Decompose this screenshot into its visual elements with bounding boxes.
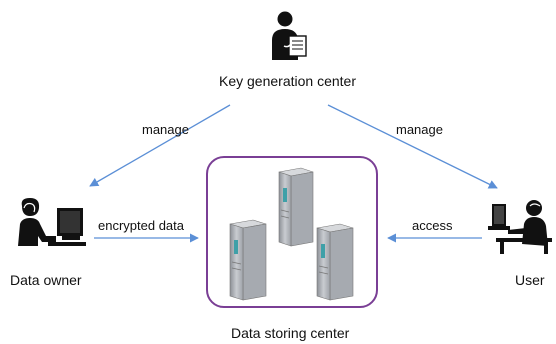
manage-left-label: manage <box>142 122 189 137</box>
data-owner-label: Data owner <box>10 272 82 288</box>
data-storing-center-label: Data storing center <box>231 325 350 341</box>
data-storing-center-box <box>206 156 378 308</box>
server-icon <box>316 223 354 301</box>
manage-left-arrow <box>89 104 231 187</box>
manage-right-label: manage <box>396 122 443 137</box>
person-document-icon <box>272 11 307 60</box>
manage-right-arrow <box>327 104 498 189</box>
access-label: access <box>412 218 453 233</box>
user-label: User <box>515 272 545 288</box>
server-icon <box>229 219 267 301</box>
person-desk-icon <box>488 200 552 254</box>
encrypted-data-label: encrypted data <box>98 218 185 233</box>
server-icon <box>278 167 314 247</box>
kgc-label: Key generation center <box>219 73 356 89</box>
person-computer-icon <box>18 198 86 246</box>
